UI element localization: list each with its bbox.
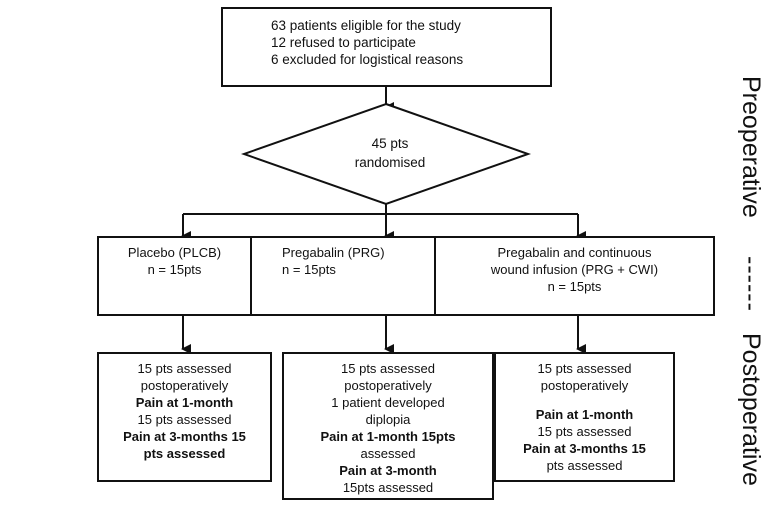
outcome-line: pts assessed xyxy=(546,458,623,473)
outcome-line: 1 patient developed xyxy=(331,395,445,410)
enrollment-line: 63 patients eligible for the study xyxy=(271,18,461,33)
outcome-line: Pain at 3-months 15 xyxy=(523,441,646,456)
arm-name: Placebo (PLCB) xyxy=(127,245,222,260)
outcome-line: 15pts assessed xyxy=(342,480,434,495)
outcome-line: postoperatively xyxy=(540,378,629,393)
outcome-line: 15 pts assessed xyxy=(341,361,435,376)
outcome-line: Pain at 3-months 15 xyxy=(123,429,246,444)
arm-box-pregabalin: Pregabalin (PRG) n = 15pts xyxy=(250,236,436,316)
outcome-line: Pain at 1-month 15pts xyxy=(320,429,456,444)
outcome-line: 15 pts assessed xyxy=(137,412,232,427)
outcome-box-pregabalin: 15 pts assessed postoperatively 1 patien… xyxy=(282,352,494,500)
randomisation-label: 45 pts randomised xyxy=(300,134,480,172)
arm-count: n = 15pts xyxy=(282,262,336,277)
outcome-line: Pain at 1-month xyxy=(135,395,234,410)
arm-name-cont: wound infusion (PRG + CWI) xyxy=(490,262,659,277)
outcome-line: assessed xyxy=(360,446,416,461)
arm-count: n = 15pts xyxy=(547,279,602,294)
outcome-line: pts assessed xyxy=(143,446,226,461)
arm-box-placebo: Placebo (PLCB) n = 15pts xyxy=(97,236,252,316)
randomisation-count: 45 pts xyxy=(371,136,409,151)
outcome-line: 15 pts assessed xyxy=(537,361,632,376)
outcome-line: postoperatively xyxy=(140,378,229,393)
outcome-line: 15 pts assessed xyxy=(137,361,232,376)
outcome-line: Pain at 1-month xyxy=(535,407,634,422)
outcome-line: diplopia xyxy=(365,412,411,427)
enrollment-line: 6 excluded for logistical reasons xyxy=(271,52,464,67)
preoperative-label: Preoperative xyxy=(737,76,765,218)
outcome-spacer xyxy=(496,394,673,406)
randomisation-text: randomised xyxy=(354,155,426,170)
outcome-box-placebo: 15 pts assessed postoperatively Pain at … xyxy=(97,352,272,482)
outcome-box-pregabalin-cwi: 15 pts assessed postoperatively Pain at … xyxy=(494,352,675,482)
postoperative-label: Postoperative xyxy=(737,333,765,486)
enrollment-line: 12 refused to participate xyxy=(271,35,416,50)
arm-name: Pregabalin and continuous xyxy=(497,245,652,260)
phase-separator: ------ xyxy=(737,256,765,312)
outcome-line: Pain at 3-month xyxy=(339,463,437,478)
arm-name: Pregabalin (PRG) xyxy=(282,245,385,260)
enrollment-box: 63 patients eligible for the study 12 re… xyxy=(221,7,552,87)
outcome-line: postoperatively xyxy=(344,378,432,393)
outcome-line: 15 pts assessed xyxy=(537,424,632,439)
arm-count: n = 15pts xyxy=(147,262,202,277)
arm-box-pregabalin-cwi: Pregabalin and continuous wound infusion… xyxy=(434,236,715,316)
